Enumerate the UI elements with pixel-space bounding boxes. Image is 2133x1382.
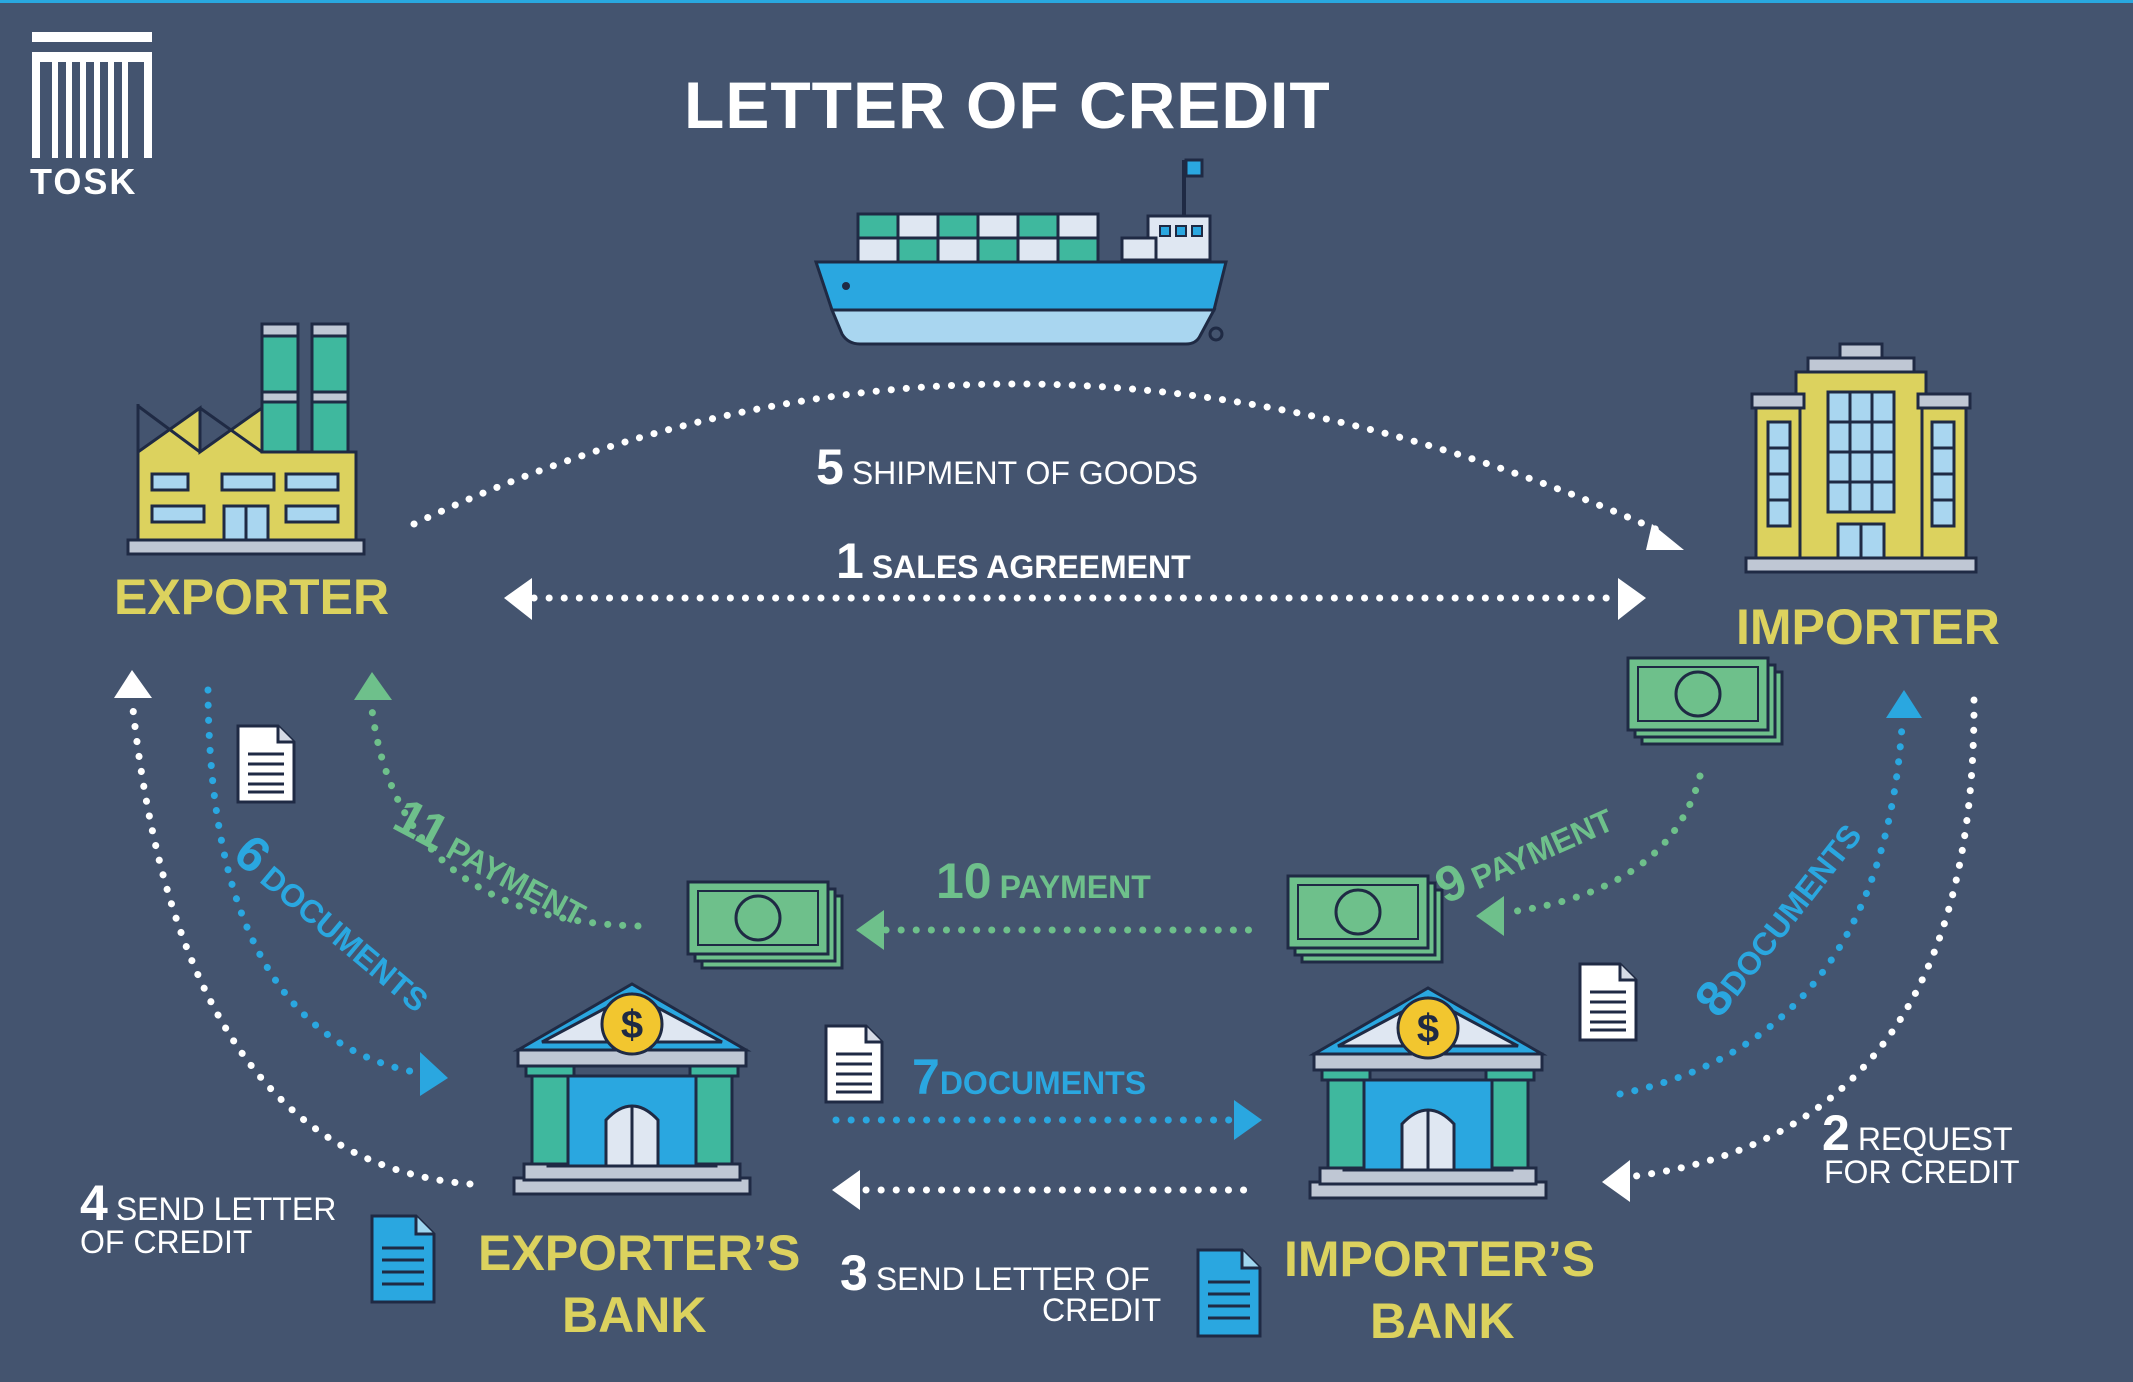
step-4-text-1: SEND LETTER — [115, 1191, 337, 1227]
step-1-number: 1 — [836, 533, 864, 589]
exporters-bank-label-2: BANK — [562, 1287, 707, 1343]
arrow-documents-6 — [204, 686, 448, 1096]
exporters-bank-label-1: EXPORTER’S — [478, 1225, 801, 1281]
arrow-payment-10 — [856, 910, 1254, 950]
step-5-text: SHIPMENT OF GOODS — [851, 455, 1198, 491]
top-accent-line — [0, 0, 2133, 3]
cash-icon — [1626, 656, 1784, 746]
step-4-text-2: OF CREDIT — [80, 1224, 253, 1260]
step-7-number: 7 — [912, 1049, 940, 1105]
office-building-icon — [1744, 342, 1978, 574]
document-blue-icon — [1196, 1248, 1262, 1338]
dollar-sign-icon: $ — [621, 1003, 643, 1047]
arrow-documents-7 — [832, 1100, 1262, 1140]
arrow-shipment — [410, 380, 1684, 550]
step-2-text-2: FOR CREDIT — [1824, 1154, 2020, 1190]
document-blue-icon — [370, 1214, 436, 1304]
step-4-number: 4 — [80, 1175, 108, 1231]
document-icon — [824, 1024, 884, 1104]
logo-text: TOSK — [30, 161, 138, 202]
importers-bank-label-1: IMPORTER’S — [1284, 1231, 1596, 1287]
step-10-number: 10 — [936, 853, 992, 909]
arrow-send-letter-4 — [114, 670, 474, 1188]
arrow-send-letter-3 — [832, 1170, 1258, 1210]
exporter-label: EXPORTER — [114, 569, 390, 625]
importers-bank-label-2: BANK — [1370, 1293, 1515, 1349]
step-5-number: 5 — [816, 439, 844, 495]
arrow-request-credit-2 — [1602, 696, 1978, 1202]
arrow-payment-11 — [354, 672, 642, 930]
tosk-logo — [32, 32, 152, 158]
dollar-sign-icon: $ — [1417, 1007, 1439, 1051]
step-2-number: 2 — [1822, 1105, 1850, 1161]
page-title: LETTER OF CREDIT — [684, 68, 1331, 142]
step-3-text-1: SEND LETTER OF — [875, 1261, 1150, 1297]
document-icon — [1578, 962, 1638, 1042]
step-7-text: DOCUMENTS — [939, 1065, 1147, 1101]
step-7-label: 7DOCUMENTS — [912, 1052, 1146, 1102]
step-1-text: SALES AGREEMENT — [871, 549, 1191, 585]
arrow-documents-8 — [1616, 690, 1922, 1098]
factory-icon — [126, 322, 366, 556]
cash-icon — [1286, 874, 1444, 964]
step-10-text: PAYMENT — [999, 869, 1151, 905]
cargo-ship-icon — [813, 158, 1228, 346]
step-3-number: 3 — [840, 1245, 868, 1301]
cash-icon — [686, 880, 844, 970]
step-3-text-2: CREDIT — [1042, 1292, 1162, 1328]
arrow-payment-9 — [1476, 772, 1704, 936]
document-icon — [236, 724, 296, 804]
importer-label: IMPORTER — [1736, 599, 2000, 655]
arrow-sales-agreement — [504, 578, 1646, 620]
step-2-text-1: REQUEST — [1857, 1121, 2013, 1157]
